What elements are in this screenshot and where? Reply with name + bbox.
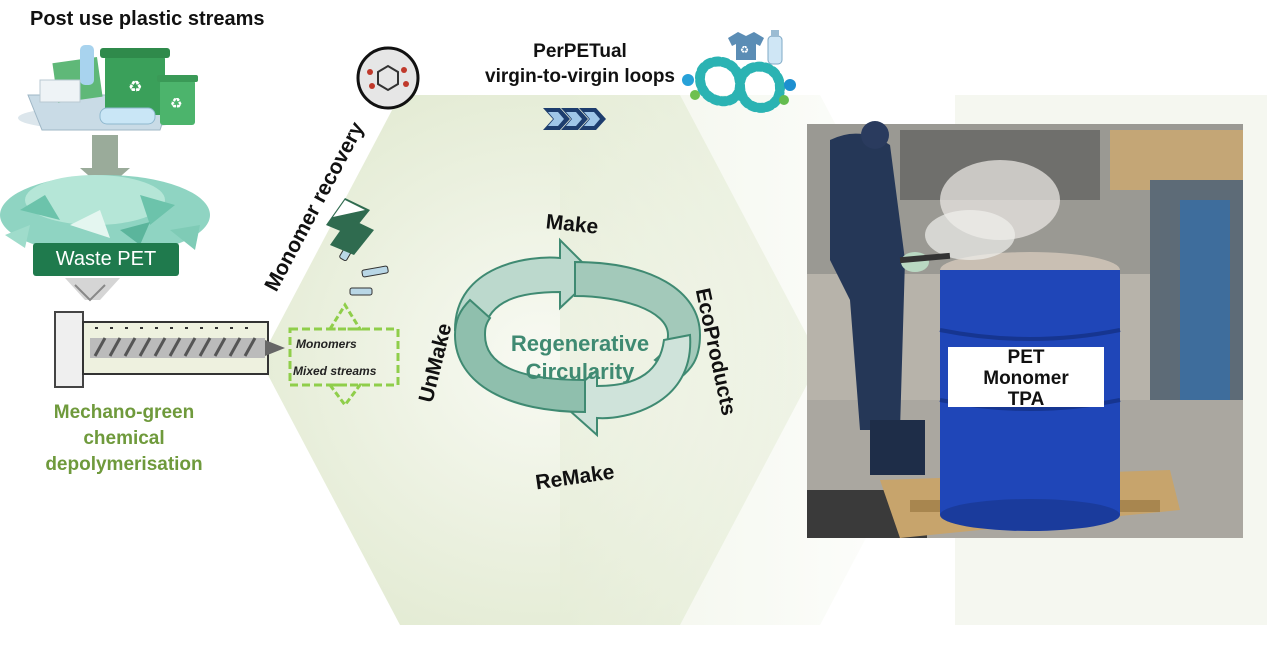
perpetual-title: PerPETual [533,41,627,62]
tpa-drum-photo [807,121,1243,538]
recycling-bins-icon: ♻ ♻ [18,45,198,131]
depolymerisation-line-2: chemical [83,428,165,449]
svg-text:♻: ♻ [740,45,749,56]
pet-flakes-icon [0,175,210,255]
chevron-arrows-icon [543,108,606,130]
photo-caption-box: PET Monomer TPA [948,347,1104,410]
depolymerisation-line-3: depolymerisation [45,454,203,475]
center-label-line-2: Circularity [525,359,635,384]
output-monomers-label: Monomers [296,337,357,351]
depolymerisation-line-1: Mechano-green [53,402,195,423]
svg-text:♻: ♻ [170,96,183,112]
extruder-icon [54,278,285,388]
center-label-line-1: Regenerative [510,331,650,356]
cycle-arrows-icon [453,237,702,438]
infinity-loop-icon [682,56,796,113]
output-box-outline [288,302,400,408]
output-mixed-streams-label: Mixed streams [293,364,377,378]
regenerative-circularity-label: Regenerative Circularity [495,330,665,386]
depolymerisation-label: Mechano-green chemical depolymerisation [34,400,214,478]
waste-pet-badge: Waste PET [33,243,179,276]
perpetual-subtitle: virgin-to-virgin loops [485,66,675,87]
tshirt-icon: ♻ [728,32,764,60]
svg-text:♻: ♻ [128,77,142,96]
molecule-icon [356,46,420,110]
photo-caption-line-2: Monomer [983,368,1069,389]
chevron-up-icon [326,198,374,255]
photo-caption-line-1: PET [1007,347,1045,368]
photo-caption-line-3: TPA [1007,389,1045,410]
page-title: Post use plastic streams [30,8,265,30]
bottle-icon [767,30,783,65]
